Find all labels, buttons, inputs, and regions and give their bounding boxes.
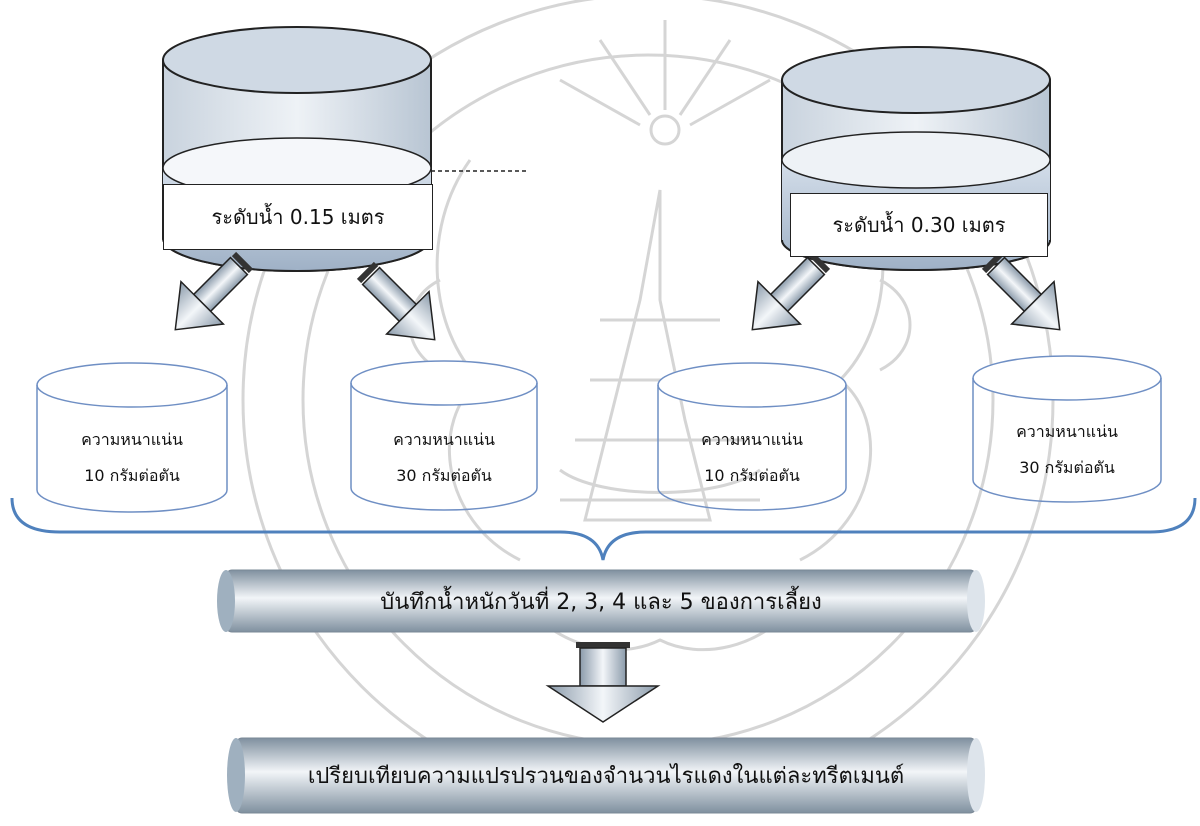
grouping-brace [10,497,1197,561]
arrow-down-left-icon [751,251,831,331]
treatment-dish-1-line2: 10 กรัมต่อตัน [84,466,180,485]
step-bar-record [217,569,985,633]
arrow-down-right-icon [981,251,1061,331]
treatment-dish-1-line1: ความหนาแน่น [81,430,183,449]
treatment-dish-4-line2: 30 กรัมต่อตัน [1019,458,1115,477]
treatment-dish-3-line1: ความหนาแน่น [701,430,803,449]
treatment-dish-3-line2: 10 กรัมต่อตัน [704,466,800,485]
source-tank-right-label: ระดับน้ำ 0.30 เมตร [790,193,1048,257]
step-bar-compare [227,737,985,814]
treatment-dish-2 [350,360,538,511]
treatment-dish-4-line1: ความหนาแน่น [1016,422,1118,441]
treatment-dish-2-line1: ความหนาแน่น [393,430,495,449]
treatment-dish-1 [36,362,228,513]
arrow-down-right-icon [356,261,436,341]
step-compare-label: เปรียบเทียบความแปรปรวนของจำนวนไรแดงในแต่… [307,764,905,789]
arrow-down-icon [545,642,661,723]
treatment-dish-4-label: ความหนาแน่น 30 กรัมต่อตัน [973,408,1161,492]
treatment-dish-2-line2: 30 กรัมต่อตัน [396,466,492,485]
treatment-dish-3-label: ความหนาแน่น 10 กรัมต่อตัน [658,416,846,500]
source-tank-left-label: ระดับน้ำ 0.15 เมตร [163,184,433,250]
treatment-dish-2-label: ความหนาแน่น 30 กรัมต่อตัน [351,416,537,500]
treatment-dish-3 [657,362,847,511]
arrow-down-left-icon [174,251,254,331]
step-record-label: บันทึกน้ำหนักวันที่ 2, 3, 4 และ 5 ของการ… [380,589,822,615]
treatment-dish-4 [972,355,1162,503]
treatment-dish-1-label: ความหนาแน่น 10 กรัมต่อตัน [37,416,227,500]
